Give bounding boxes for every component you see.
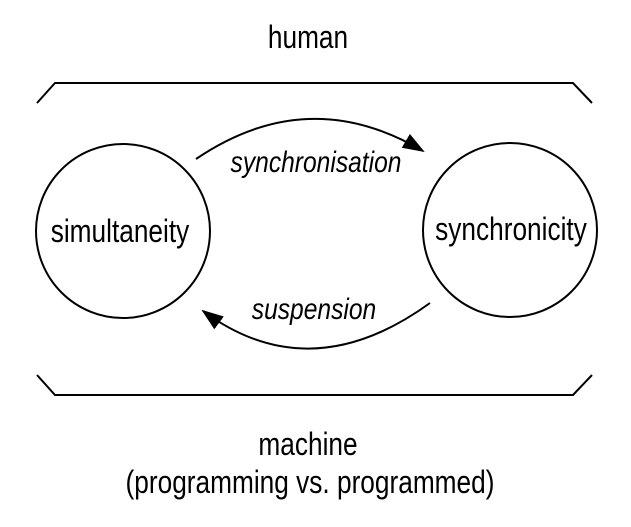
bottom-bracket xyxy=(36,374,593,396)
simultaneity-circle xyxy=(35,143,211,319)
synchronicity-node-label: synchronicity xyxy=(435,211,587,247)
suspension-edge-label: suspension xyxy=(251,293,377,326)
human-label: human xyxy=(267,19,349,55)
synchronisation-edge-label: synchronisation xyxy=(230,146,402,179)
machine-label: machine xyxy=(258,426,358,462)
top-bracket xyxy=(36,82,593,104)
suspension-arrow xyxy=(201,302,431,350)
synchronisation-arrow xyxy=(195,118,425,160)
machine-sublabel: (programming vs. programmed) xyxy=(125,464,495,500)
simultaneity-node-label: simultaneity xyxy=(50,213,190,249)
synchronicity-circle xyxy=(422,142,598,318)
